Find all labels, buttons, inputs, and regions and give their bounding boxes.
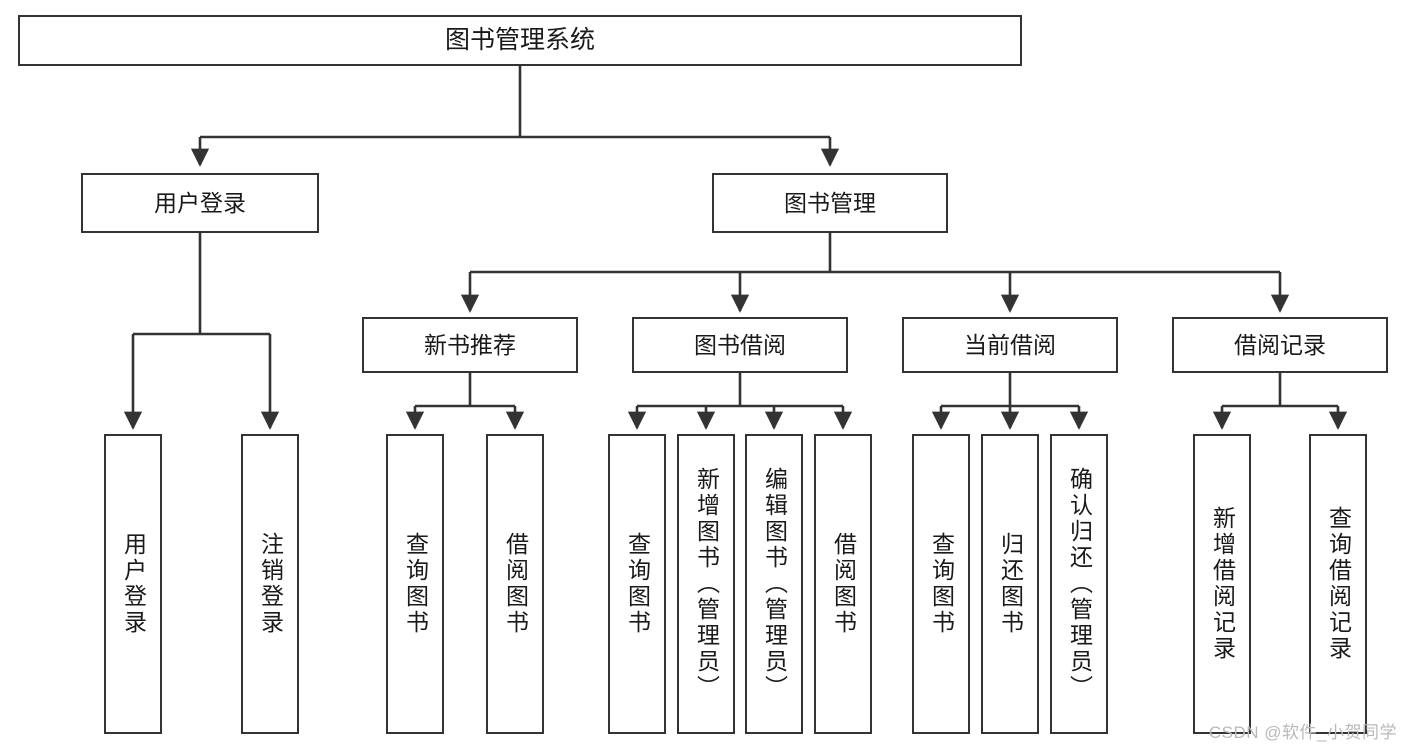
leaf-current-confirm-return-admin[interactable]: 确认归还（管理员） bbox=[1050, 434, 1108, 734]
node-label: 图书借阅 bbox=[694, 331, 786, 358]
node-book-borrow[interactable]: 图书借阅 bbox=[632, 317, 848, 373]
node-user-login[interactable]: 用户登录 bbox=[81, 173, 319, 233]
leaf-borrow-borrow-book[interactable]: 借阅图书 bbox=[814, 434, 872, 734]
node-label: 归还图书 bbox=[997, 532, 1024, 636]
node-label: 图书管理系统 bbox=[444, 26, 595, 55]
node-borrow-record[interactable]: 借阅记录 bbox=[1172, 317, 1388, 373]
node-label: 查询图书 bbox=[402, 532, 429, 636]
node-label: 借阅记录 bbox=[1234, 331, 1326, 358]
leaf-borrow-query-book[interactable]: 查询图书 bbox=[608, 434, 666, 734]
node-label: 用户登录 bbox=[120, 532, 147, 636]
leaf-current-return-book[interactable]: 归还图书 bbox=[981, 434, 1039, 734]
node-label: 用户登录 bbox=[154, 189, 246, 216]
node-label: 查询图书 bbox=[928, 532, 955, 636]
node-label: 查询借阅记录 bbox=[1325, 506, 1352, 662]
node-label: 当前借阅 bbox=[964, 331, 1056, 358]
node-new-book-recommend[interactable]: 新书推荐 bbox=[362, 317, 578, 373]
watermark: CSDN @软件_小贺同学 bbox=[1208, 723, 1397, 742]
node-label: 借阅图书 bbox=[502, 532, 529, 636]
leaf-user-login-signout[interactable]: 注销登录 bbox=[241, 434, 299, 734]
leaf-borrow-edit-book-admin[interactable]: 编辑图书（管理员） bbox=[745, 434, 803, 734]
node-label: 编辑图书（管理员） bbox=[761, 467, 788, 701]
node-current-borrow[interactable]: 当前借阅 bbox=[902, 317, 1118, 373]
leaf-record-add-borrow-record[interactable]: 新增借阅记录 bbox=[1193, 434, 1251, 734]
leaf-current-query-book[interactable]: 查询图书 bbox=[912, 434, 970, 734]
node-label: 图书管理 bbox=[784, 189, 876, 216]
node-label: 新增图书（管理员） bbox=[693, 467, 720, 701]
node-label: 新书推荐 bbox=[424, 331, 516, 358]
node-label: 新增借阅记录 bbox=[1209, 506, 1236, 662]
node-label: 注销登录 bbox=[257, 532, 284, 636]
leaf-record-query-borrow-record[interactable]: 查询借阅记录 bbox=[1309, 434, 1367, 734]
node-label: 借阅图书 bbox=[830, 532, 857, 636]
node-root-book-management-system[interactable]: 图书管理系统 bbox=[18, 15, 1022, 66]
leaf-new-book-borrow-book[interactable]: 借阅图书 bbox=[486, 434, 544, 734]
leaf-borrow-add-book-admin[interactable]: 新增图书（管理员） bbox=[677, 434, 735, 734]
node-label: 确认归还（管理员） bbox=[1066, 467, 1093, 701]
node-book-management[interactable]: 图书管理 bbox=[712, 173, 948, 233]
node-label: 查询图书 bbox=[624, 532, 651, 636]
leaf-new-book-query-book[interactable]: 查询图书 bbox=[386, 434, 444, 734]
leaf-user-login-signin[interactable]: 用户登录 bbox=[104, 434, 162, 734]
